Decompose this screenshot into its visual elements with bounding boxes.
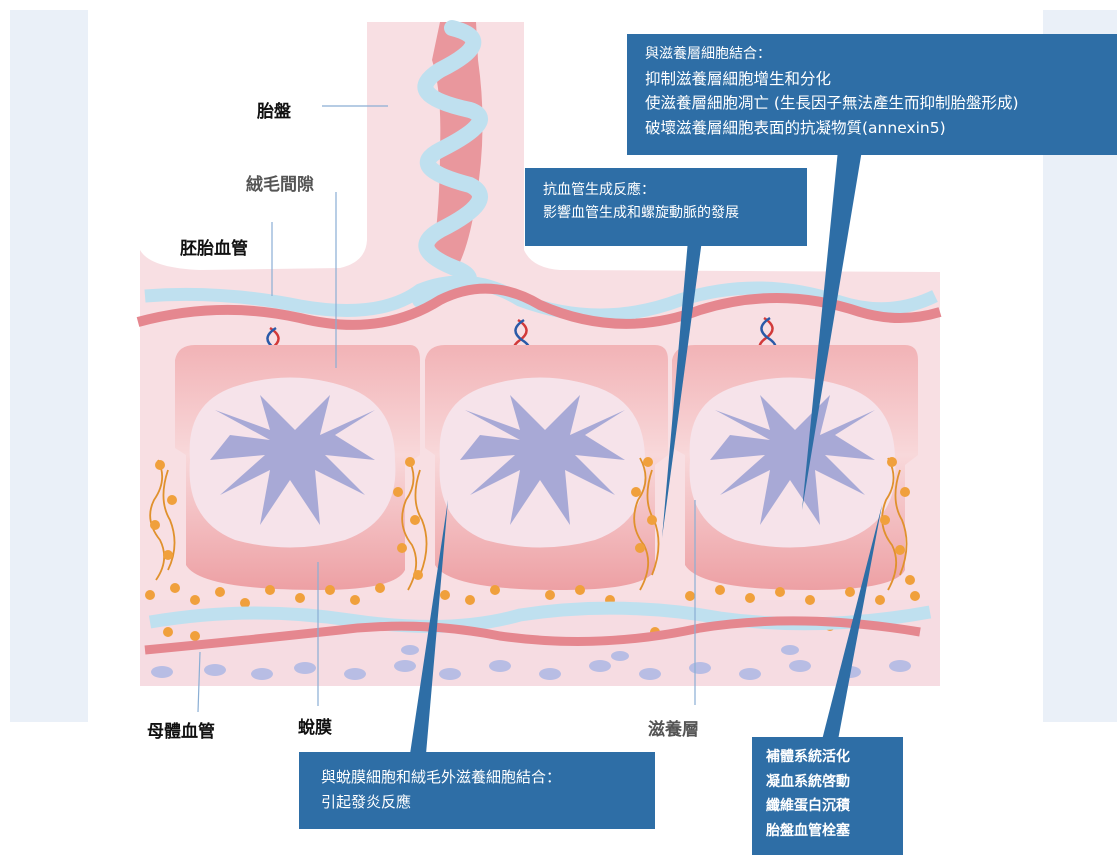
callout-line: 補體系統活化: [766, 745, 889, 770]
callout-line: 與滋養層細胞結合：: [645, 42, 1099, 67]
label-fetal-vessel: 胚胎血管: [180, 234, 248, 259]
callout-anti-angiogenic: 抗血管生成反應： 影響血管生成和螺旋動脈的發展: [525, 168, 807, 246]
label-placenta: 胎盤: [257, 97, 291, 122]
callout-line: 抗血管生成反應：: [543, 179, 789, 202]
label-maternal-vessel: 母體血管: [147, 717, 215, 742]
callout-line: 凝血系統啓動: [766, 770, 889, 795]
callout-line: 胎盤血管栓塞: [766, 819, 889, 844]
villous-tree-1: [190, 378, 396, 548]
callout-line: 引起發炎反應: [321, 790, 633, 815]
villous-tree-2: [440, 378, 646, 548]
label-decidua: 蛻膜: [298, 713, 332, 738]
callout-inflammation: 與蛻膜細胞和絨毛外滋養細胞結合： 引起發炎反應: [299, 752, 655, 829]
callout-line: 纖維蛋白沉積: [766, 794, 889, 819]
callout-line: 抑制滋養層細胞增生和分化: [645, 67, 1099, 92]
callout-line: 影響血管生成和螺旋動脈的發展: [543, 202, 789, 225]
callout-complement-coagulation: 補體系統活化 凝血系統啓動 纖維蛋白沉積 胎盤血管栓塞: [752, 737, 903, 855]
label-trophoblast: 滋養層: [648, 715, 699, 740]
villous-tree-3: [690, 378, 896, 548]
callout-line: 破壞滋養層細胞表面的抗凝物質(annexin5): [645, 116, 1099, 141]
callout-line: 與蛻膜細胞和絨毛外滋養細胞結合：: [321, 765, 633, 790]
callout-line: 使滋養層細胞凋亡 (生長因子無法產生而抑制胎盤形成): [645, 91, 1099, 116]
label-intervillous-space: 絨毛間隙: [246, 170, 314, 195]
callout-trophoblast-binding: 與滋養層細胞結合： 抑制滋養層細胞增生和分化 使滋養層細胞凋亡 (生長因子無法產…: [627, 34, 1117, 155]
